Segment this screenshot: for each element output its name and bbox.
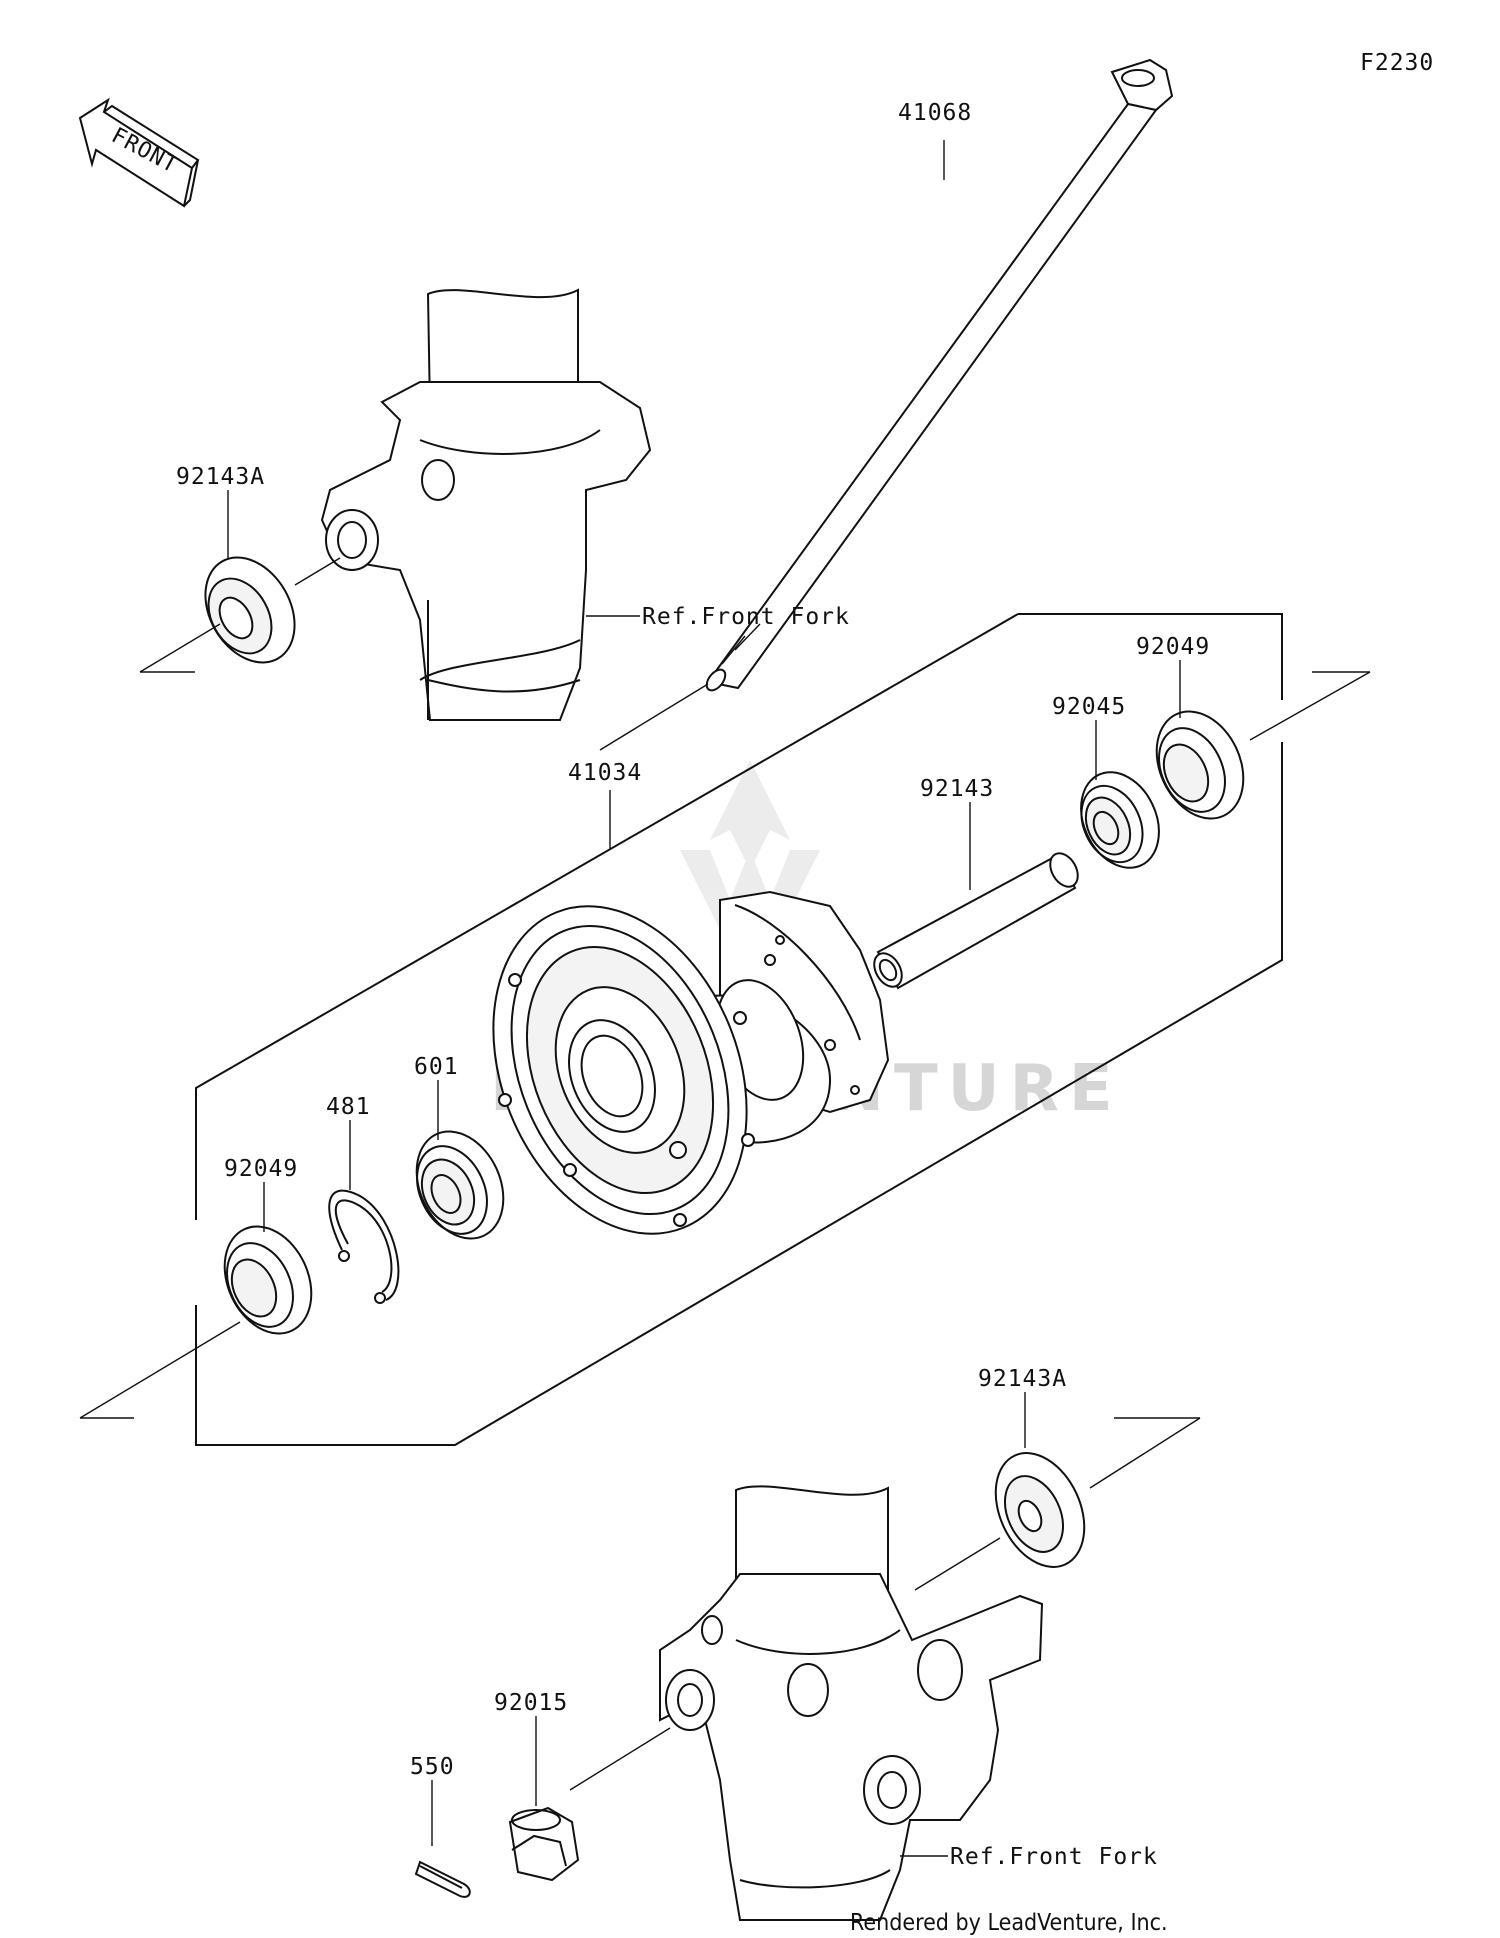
label-92049-right: 92049 [1136,634,1210,660]
axle-41068: 41068 [705,58,1174,692]
label-92143a-bottom: 92143A [978,1366,1067,1392]
collar-92143a-bottom: 92143A [914,1366,1201,1591]
bearing-601: 601 [414,1054,505,1240]
label-92045: 92045 [1052,694,1126,720]
label-ref-front-fork-top: Ref.Front Fork [642,604,850,630]
circlip-481: 481 [326,1094,400,1304]
cotter-pin-550: 550 [410,1754,471,1898]
label-41034: 41034 [568,760,642,786]
nut-92015: 92015 [494,1690,671,1882]
front-arrow-icon: FRONT [78,97,200,208]
collar-92143a-top: 92143A [139,464,341,673]
label-92049-left: 92049 [224,1156,298,1182]
front-fork-top: Ref.Front Fork [320,288,850,721]
label-41068: 41068 [898,100,972,126]
label-550: 550 [410,1754,455,1780]
seal-92049-right: 92049 [1136,634,1245,820]
hub-assembly-frame: 41034 [79,613,1371,1446]
hub-41034 [492,890,890,1235]
footer-credit: Rendered by LeadVenture, Inc. [850,1910,1168,1936]
label-92015: 92015 [494,1690,568,1716]
label-ref-front-fork-bottom: Ref.Front Fork [950,1844,1158,1870]
spacer-92143: 92143 [873,776,1079,990]
seal-92049-left: 92049 [223,1156,313,1335]
label-92143a-top: 92143A [176,464,265,490]
bearing-92045: 92045 [1052,694,1160,869]
label-601: 601 [414,1054,459,1080]
front-fork-bottom: Ref.Front Fork [659,1485,1158,1921]
label-92143: 92143 [920,776,994,802]
label-481: 481 [326,1094,371,1120]
diagram-code: F2230 [1360,50,1434,76]
